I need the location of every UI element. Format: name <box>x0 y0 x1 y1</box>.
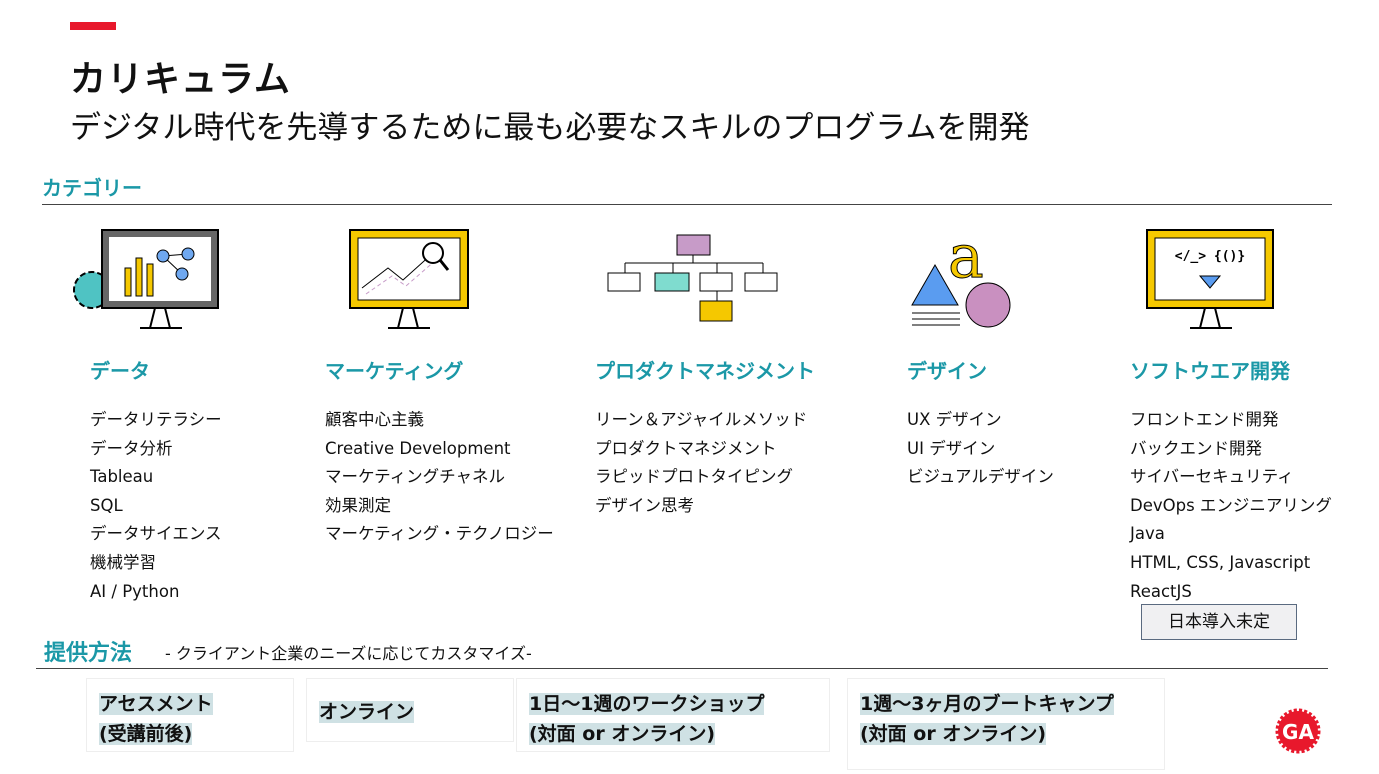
category-item: マーケティング・テクノロジー <box>325 524 554 544</box>
category-title: プロダクトマネジメント <box>595 359 815 383</box>
delivery-option-text: アセスメント <box>99 693 213 715</box>
category-item: データサイエンス <box>90 524 222 544</box>
marketing-analytics-icon <box>349 229 469 329</box>
delivery-note: - クライアント企業のニーズに応じてカスタマイズ- <box>165 644 532 663</box>
category-item: リーン＆アジャイルメソッド <box>595 410 808 429</box>
category-title: マーケティング <box>325 359 464 383</box>
category-item: ReactJS <box>1130 581 1192 601</box>
delivery-option-text: 1日～1週のワークショップ <box>529 693 765 715</box>
category-item: Java <box>1130 524 1165 544</box>
category-item: 顧客中心主義 <box>325 410 424 429</box>
svg-text:a: a <box>948 225 984 292</box>
divider <box>42 204 1332 205</box>
page-subtitle: デジタル時代を先導するために最も必要なスキルのプログラムを開発 <box>70 110 1030 146</box>
divider <box>36 668 1328 669</box>
delivery-option-text: (受講前後) <box>99 723 193 745</box>
category-item: HTML, CSS, Javascript <box>1130 552 1311 572</box>
not-available-badge: 日本導入未定 <box>1141 604 1297 640</box>
category-item: UX デザイン <box>907 410 1002 429</box>
category-title: デザイン <box>907 359 987 383</box>
delivery-heading: 提供方法 <box>44 641 133 666</box>
code-monitor-icon: </_> {()} <box>1146 229 1274 329</box>
org-chart-icon <box>607 234 778 322</box>
delivery-option-text: (対面 or オンライン) <box>529 723 716 745</box>
category-item: ビジュアルデザイン <box>907 467 1054 487</box>
design-shapes-icon: a <box>911 225 1011 328</box>
category-item: バックエンド開発 <box>1130 438 1262 458</box>
category-item: デザイン思考 <box>595 495 694 515</box>
category-item: プロダクトマネジメント <box>595 438 777 458</box>
category-item: AI / Python <box>90 581 180 601</box>
delivery-option: 1日～1週のワークショップ (対面 or オンライン) <box>516 678 830 752</box>
category-title: データ <box>90 359 150 383</box>
category-item: マーケティングチャネル <box>325 467 506 487</box>
category-item: サイバーセキュリティ <box>1130 467 1294 487</box>
code-text: </_> {()} <box>1175 249 1245 264</box>
delivery-option-text: (対面 or オンライン) <box>860 723 1047 745</box>
category-column: デザイン UX デザイン UI デザインビジュアルデザイン <box>907 355 1054 492</box>
category-item: Creative Development <box>325 438 511 458</box>
category-item: データリテラシー <box>90 410 222 429</box>
category-column: マーケティング顧客中心主義 Creative Development マーケティング… <box>325 355 554 549</box>
delivery-option-text: オンライン <box>319 701 415 723</box>
category-item: ラピッドプロトタイピング <box>595 467 793 487</box>
category-item: Tableau <box>90 467 154 487</box>
delivery-option-text: 1週～3ヶ月のブートキャンプ <box>860 693 1114 715</box>
page-title: カリキュラム <box>70 59 291 100</box>
category-item: データ分析 <box>90 438 173 458</box>
category-item: UI デザイン <box>907 438 996 458</box>
category-item: 効果測定 <box>325 495 391 515</box>
category-item: 機械学習 <box>90 552 156 572</box>
category-item: DevOps エンジニアリング <box>1130 495 1332 515</box>
data-chart-icon <box>73 229 219 329</box>
delivery-option: 1週～3ヶ月のブートキャンプ (対面 or オンライン) <box>847 678 1165 770</box>
svg-text:GA: GA <box>1282 720 1314 744</box>
accent-bar <box>70 22 116 30</box>
category-item: フロントエンド開発 <box>1130 410 1279 429</box>
delivery-option: オンライン <box>306 678 514 742</box>
category-item: SQL <box>90 495 123 515</box>
ga-logo: GA <box>1275 708 1321 754</box>
delivery-option: アセスメント (受講前後) <box>86 678 294 752</box>
category-column: プロダクトマネジメントリーン＆アジャイルメソッドプロダクトマネジメントラピッドプ… <box>595 355 815 520</box>
category-title: ソフトウエア開発 <box>1130 359 1290 383</box>
category-column: ソフトウエア開発フロントエンド開発バックエンド開発サイバーセキュリティ DevOp… <box>1130 355 1332 606</box>
category-heading: カテゴリー <box>42 176 142 200</box>
